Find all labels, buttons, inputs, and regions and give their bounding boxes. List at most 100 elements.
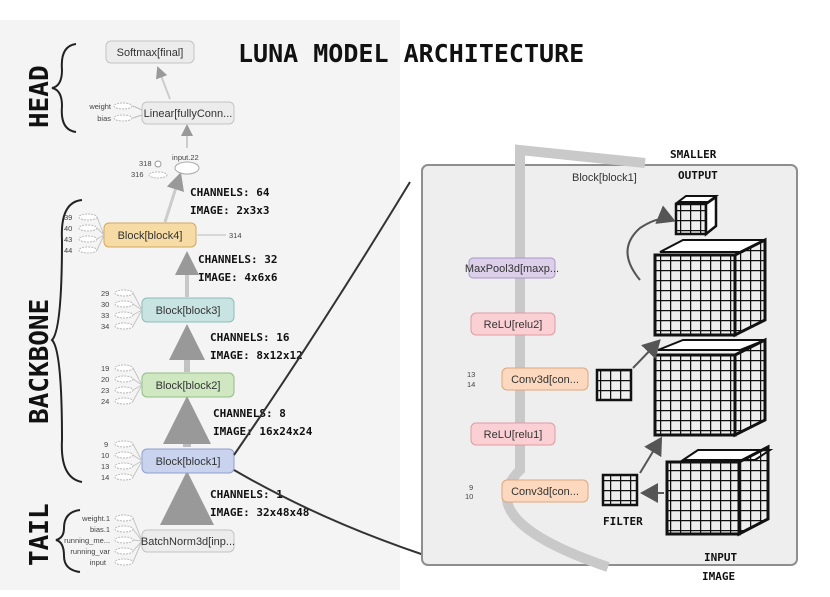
annotation-image: IMAGE: 32x48x48 <box>210 506 309 519</box>
tail-params: weight.1 bias.1 running_me... running_va… <box>64 514 110 567</box>
block1-group: Block[block1] <box>141 448 235 474</box>
sketch-labels: SMALLER OUTPUT FILTER INPUT IMAGE <box>603 148 737 583</box>
param-ellipse <box>114 558 134 566</box>
head-param-link <box>132 114 143 119</box>
filter-label: FILTER <box>603 515 643 528</box>
block2-param: 19 <box>101 364 109 373</box>
relu1-label: ReLU[relu1] <box>484 429 543 441</box>
annotation-image: IMAGE: 8x12x12 <box>210 349 303 362</box>
annotation-image: IMAGE: 4x6x6 <box>198 271 278 284</box>
input22-ref-318: 318 <box>139 159 152 168</box>
block3-param: 30 <box>101 300 109 309</box>
param-ellipse <box>114 322 134 330</box>
param-ellipse <box>114 311 134 319</box>
param-ellipse <box>114 289 134 297</box>
param-ellipse <box>78 213 98 221</box>
conv2-param: 14 <box>467 380 475 389</box>
head-param-weight: weight <box>88 102 112 111</box>
input22-node <box>174 161 200 175</box>
param-link <box>132 460 143 478</box>
batchnorm-node <box>141 529 235 553</box>
param-ellipse <box>114 375 134 383</box>
block3-param: 34 <box>101 322 109 331</box>
param-link <box>132 539 143 542</box>
linear-label: Linear[fullyConn... <box>144 108 233 120</box>
input22-ref-316: 316 <box>131 170 144 179</box>
section-label-backbone: BACKBONE <box>25 299 55 424</box>
relu2-node <box>470 312 556 336</box>
block1-param: 9 <box>104 440 108 449</box>
head-param-bias: bias <box>97 114 111 123</box>
block2-label: Block[block2] <box>156 380 221 392</box>
conv2-node <box>501 367 589 391</box>
input-image-label: IMAGE <box>702 570 735 583</box>
block1-param: 14 <box>101 473 109 482</box>
head-param-weight-ellipse <box>113 102 133 110</box>
annotation-channels: CHANNELS: 64 <box>190 186 270 199</box>
detail-flow-band <box>501 144 646 572</box>
input22-label: input.22 <box>172 153 199 162</box>
tail-param: input <box>90 558 107 567</box>
param-link <box>96 234 105 251</box>
annotation-channels: CHANNELS: 32 <box>198 253 277 266</box>
block4-param: 40 <box>64 224 72 233</box>
block4-label: Block[block4] <box>118 230 183 242</box>
block1-param: 10 <box>101 451 109 460</box>
annotation-channels: CHANNELS: 8 <box>213 407 286 420</box>
param-ellipse <box>114 364 134 372</box>
block4-param: 44 <box>64 246 72 255</box>
softmax-label: Softmax[final] <box>117 47 184 59</box>
block4-output-label: 314 <box>229 231 242 240</box>
section-label-head: HEAD <box>25 65 55 128</box>
smaller-output-label: SMALLER <box>670 148 717 161</box>
param-link <box>132 460 143 467</box>
tail-param: running_me... <box>64 536 110 545</box>
softmax-node <box>105 40 195 64</box>
backbone-brace <box>50 199 83 483</box>
head-param-link <box>132 105 143 111</box>
tail-param: bias.1 <box>90 525 110 534</box>
param-link <box>132 309 143 327</box>
block4-param: 43 <box>64 235 72 244</box>
section-label-tail: TAIL <box>25 503 55 566</box>
param-link <box>132 309 143 316</box>
input22-port <box>154 160 162 168</box>
param-link <box>132 540 143 563</box>
zoom-line-bottom <box>233 469 425 556</box>
linear-node <box>141 101 235 125</box>
block3-params: 29 30 33 34 <box>101 289 109 331</box>
param-link <box>132 540 143 552</box>
maxpool-label: MaxPool3d[maxp... <box>465 263 559 275</box>
block1-params: 9 10 13 14 <box>101 440 109 482</box>
tail-param: running_var <box>70 547 110 556</box>
param-link <box>96 227 105 236</box>
filter-grid-upper <box>595 368 633 402</box>
param-ellipse <box>114 536 134 544</box>
detail-title: Block[block1] <box>572 172 637 184</box>
block3-group: Block[block3] <box>141 297 235 323</box>
batchnorm-label: BatchNorm3d[inp... <box>141 536 235 548</box>
block1-param: 13 <box>101 462 109 471</box>
block4-params: 39 40 43 44 <box>64 213 72 255</box>
block3-label: Block[block3] <box>156 305 221 317</box>
block3-param: 33 <box>101 311 109 320</box>
annotation-channels: CHANNELS: 16 <box>210 331 290 344</box>
relu2-label: ReLU[relu2] <box>484 319 543 331</box>
param-ellipse <box>114 514 134 522</box>
conv1-param: 10 <box>465 492 473 501</box>
param-link <box>132 528 143 542</box>
annotations: CHANNELS: 64 IMAGE: 2x3x3 CHANNELS: 32 I… <box>190 186 313 519</box>
flow-arrows <box>626 205 676 503</box>
smaller-output-label: OUTPUT <box>678 169 718 182</box>
param-ellipse <box>78 235 98 243</box>
param-ellipse <box>114 525 134 533</box>
param-ellipse <box>114 547 134 555</box>
param-link <box>132 378 143 386</box>
param-ellipse <box>114 386 134 394</box>
param-link <box>132 384 143 402</box>
conv2-label: Conv3d[con... <box>511 374 579 386</box>
tail-param: weight.1 <box>81 514 110 523</box>
zoom-line-top <box>233 181 411 456</box>
